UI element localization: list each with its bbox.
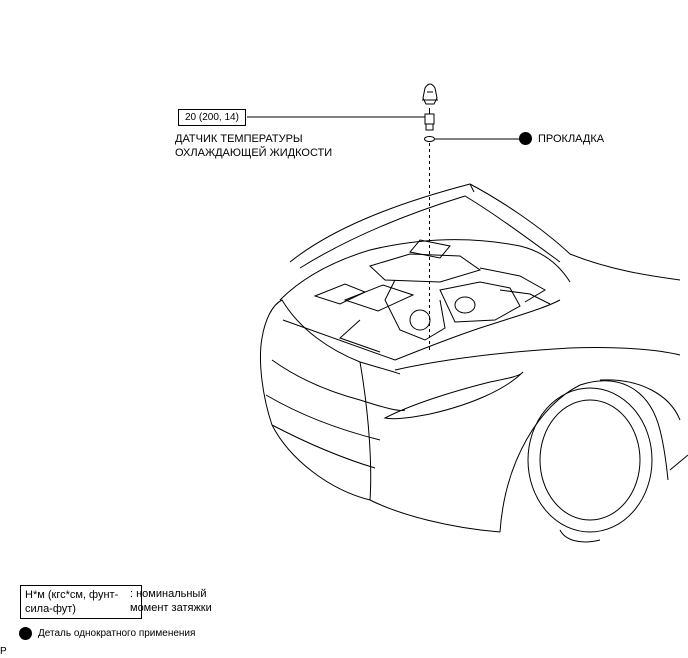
legend-torque-desc-line1: : номинальный (130, 588, 207, 600)
torque-spec-value: 20 (200, 14) (185, 112, 239, 123)
legend-torque-unit-line2: сила-фут) (25, 603, 76, 615)
sensor-label: ДАТЧИК ТЕМПЕРАТУРЫ ОХЛАЖДАЮЩЕЙ ЖИДКОСТИ (175, 132, 332, 160)
legend-torque-unit-line1: Н*м (кгс*см, фунт- (25, 589, 119, 601)
gasket-label: ПРОКЛАДКА (538, 133, 605, 145)
single-use-dot-icon (519, 132, 532, 145)
corner-mark: P (0, 646, 7, 657)
connector-plug-illustration (422, 83, 438, 105)
legend-single-use-dot-icon (19, 627, 32, 640)
car-front-illustration (260, 183, 688, 543)
sensor-label-line2: ОХЛАЖДАЮЩЕЙ ЖИДКОСТИ (175, 147, 333, 159)
gasket-illustration (424, 136, 435, 142)
legend-torque-desc: : номинальный момент затяжки (130, 587, 212, 615)
legend-single-use-desc: Деталь однократного применения (38, 628, 196, 639)
sensor-label-line1: ДАТЧИК ТЕМПЕРАТУРЫ (175, 133, 303, 145)
legend-torque-unit-box: Н*м (кгс*см, фунт- сила-фут) (20, 585, 142, 619)
legend-torque-desc-line2: момент затяжки (130, 602, 212, 614)
torque-spec-box: 20 (200, 14) (178, 109, 246, 126)
coolant-temperature-sensor-illustration (424, 108, 435, 131)
